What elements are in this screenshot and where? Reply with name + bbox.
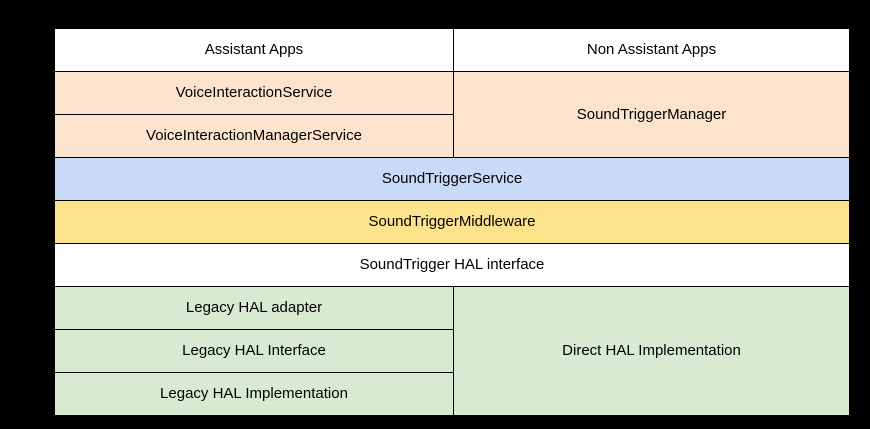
cell-legacy-hal-interface: Legacy HAL Interface: [54, 329, 454, 373]
table-row-voice-interaction-manager-service: VoiceInteractionManagerService: [54, 114, 850, 158]
cell-direct-hal-implementation: Direct HAL Implementation: [453, 286, 850, 416]
header-non-assistant-apps: Non Assistant Apps: [453, 28, 850, 72]
table-row-sound-trigger-service: SoundTriggerService: [54, 157, 850, 201]
layer-table: Assistant Apps Non Assistant Apps VoiceI…: [54, 28, 850, 416]
table-row-sound-trigger-middleware: SoundTriggerMiddleware: [54, 200, 850, 244]
cell-voice-interaction-service: VoiceInteractionService: [54, 71, 454, 115]
table-row-legacy-hal-adapter: Legacy HAL adapter Direct HAL Implementa…: [54, 286, 850, 416]
header-assistant-apps: Assistant Apps: [54, 28, 454, 72]
cell-sound-trigger-manager: SoundTriggerManager: [453, 71, 850, 158]
cell-sound-trigger-service: SoundTriggerService: [54, 157, 850, 201]
table-row-hal-interface: SoundTrigger HAL interface: [54, 243, 850, 287]
cell-sound-trigger-middleware: SoundTriggerMiddleware: [54, 200, 850, 244]
cell-voice-interaction-manager-service: VoiceInteractionManagerService: [54, 114, 454, 158]
cell-legacy-hal-implementation: Legacy HAL Implementation: [54, 372, 454, 416]
cell-sound-trigger-hal-interface: SoundTrigger HAL interface: [54, 243, 850, 287]
cell-legacy-hal-adapter: Legacy HAL adapter: [54, 286, 454, 330]
table-row-legacy-hal-implementation: Legacy HAL Implementation: [54, 372, 850, 416]
table-row-voice-interaction-service: VoiceInteractionService SoundTriggerMana…: [54, 71, 850, 158]
table-row-headers: Assistant Apps Non Assistant Apps: [54, 28, 850, 72]
soundtrigger-stack-diagram: Assistant Apps Non Assistant Apps VoiceI…: [53, 27, 850, 416]
table-row-legacy-hal-interface: Legacy HAL Interface: [54, 329, 850, 373]
